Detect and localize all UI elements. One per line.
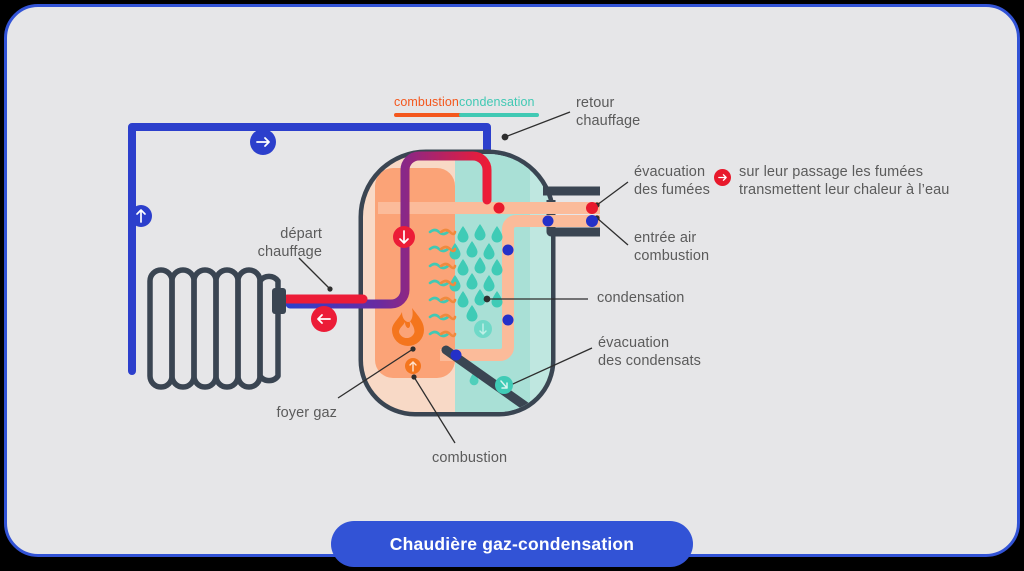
flow-arrow-left-up [130,205,152,227]
label-evacuation-condensats-line1: évacuation [598,335,670,351]
legend-condensation-bar [459,113,539,117]
flow-arrow-top-right [250,129,276,155]
legend-condensation: condensation [459,95,539,117]
label-evacuation-condensats: évacuation des condensats [598,335,701,370]
flow-markers [130,129,513,394]
label-entree-air: entrée air combustion [634,230,709,265]
flow-arrow-burner-up [405,358,421,374]
node-pipe-red [493,202,505,214]
label-condensation-line1: condensation [597,290,685,306]
flow-arrow-condensate-down [474,320,492,338]
label-depart-chauffage-line2: chauffage [257,243,322,260]
node-dots [450,202,598,361]
label-foyer-gaz: foyer gaz [241,405,337,423]
boiler-water-loop [285,151,492,309]
label-entree-air-line2: combustion [634,247,710,264]
callout-fumees: sur leur passage les fumées transmettent… [714,164,949,199]
label-evacuation-condensats-line2: des condensats [598,352,701,369]
boiler-interior [363,154,551,412]
node-pipe-blue-d [450,349,462,361]
label-combustion: combustion [432,450,507,468]
leader-foyer [337,348,414,399]
leader-retour [501,111,571,141]
label-retour-chauffage: retour chauffage [576,95,640,130]
callout-text: sur leur passage les fumées transmettent… [739,164,949,199]
label-combustion-line1: combustion [432,450,508,466]
leader-depart [298,257,331,290]
leader-combustion [413,376,456,444]
arrow-right-circle-icon [714,169,731,186]
flame-icon [392,308,424,346]
callout-line2: transmettent leur chaleur à l’eau [739,181,950,198]
node-pipe-blue-c [502,314,514,326]
radiator [147,267,286,390]
leader-condensats [503,347,593,389]
legend-condensation-label: condensation [459,95,535,109]
label-entree-air-line1: entrée air [634,230,697,246]
leader-entree-air [596,217,629,246]
flow-arrow-to-radiator [311,306,337,332]
legend-combustion: combustion [394,95,466,117]
label-evacuation-fumees-line2: des fumées [634,181,710,198]
label-depart-chauffage-line1: départ [280,226,322,242]
leader-lines [298,111,629,444]
label-retour-chauffage-line2: chauffage [576,112,641,129]
label-foyer-gaz-line1: foyer gaz [276,405,337,421]
diagram-title-pill: Chaudière gaz-condensation [331,521,693,567]
label-evacuation-fumees-line1: évacuation [634,164,706,180]
legend-combustion-bar [394,113,466,117]
legend-combustion-label: combustion [394,95,459,109]
callout-line1: sur leur passage les fumées [739,164,924,180]
node-pipe-blue-b [502,244,514,256]
radiator-valve [272,288,286,314]
label-condensation: condensation [597,290,684,308]
label-retour-chauffage-line1: retour [576,95,615,111]
heat-wave-arrows [428,228,457,338]
label-evacuation-fumees: évacuation des fumées [634,164,710,199]
flow-arrow-boiler-down [393,226,415,248]
node-pipe-blue-a [542,215,554,227]
label-depart-chauffage: départ chauffage [214,226,322,261]
diagram-title-label: Chaudière gaz-condensation [389,533,635,554]
leader-fumees [596,181,629,206]
node-exhaust-red [586,202,598,214]
condensate-drain-pipe [441,345,543,412]
zone-combustion-core [375,168,455,378]
flow-arrow-drain [495,376,513,394]
node-exhaust-blue [586,215,598,227]
condensation-droplets [449,224,503,386]
exhaust-pipe-lower [440,215,551,361]
